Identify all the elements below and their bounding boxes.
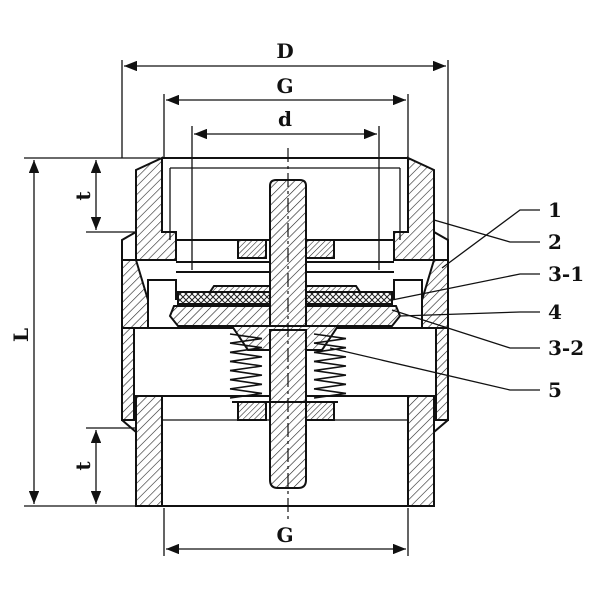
spring-coil xyxy=(229,333,263,344)
part-label-2: 2 xyxy=(548,230,562,254)
dimension-G-bottom: G xyxy=(163,508,409,556)
valve-body xyxy=(121,156,449,507)
spring-coil xyxy=(313,388,347,399)
dimension-D: D xyxy=(121,39,449,240)
dimension-d-label: d xyxy=(278,107,292,131)
spring-coil xyxy=(313,360,347,372)
spring-coil xyxy=(313,333,347,344)
dimension-t-top-label: t xyxy=(71,191,95,201)
spring xyxy=(229,333,347,399)
spring-coil xyxy=(229,369,263,381)
spring-coil xyxy=(313,378,347,390)
part-label-4: 4 xyxy=(548,300,562,324)
dimension-G-top: G xyxy=(163,74,409,158)
spring-coil xyxy=(313,342,347,354)
dimension-L-label: L xyxy=(9,328,33,342)
spring-coil xyxy=(229,360,263,372)
part-label-5: 5 xyxy=(548,378,562,402)
dimension-D-label: D xyxy=(276,39,293,63)
spring-coil xyxy=(229,388,263,399)
part-label-1: 1 xyxy=(548,198,562,222)
dimension-G-bottom-label: G xyxy=(276,523,293,547)
spring-coil xyxy=(229,378,263,390)
spring-coil xyxy=(313,351,347,363)
spring-coil xyxy=(229,342,263,354)
dimension-L: L xyxy=(9,157,160,507)
part-label-3-1: 3-1 xyxy=(548,262,584,286)
valve-stem xyxy=(230,179,340,489)
leader-lines xyxy=(329,209,540,391)
dimension-d: d xyxy=(191,107,380,270)
spring-coil xyxy=(229,351,263,363)
dimension-G-top-label: G xyxy=(276,74,293,98)
spring-coil xyxy=(313,369,347,381)
dimension-t-bottom-label: t xyxy=(71,461,95,471)
part-label-3-2: 3-2 xyxy=(548,336,584,360)
